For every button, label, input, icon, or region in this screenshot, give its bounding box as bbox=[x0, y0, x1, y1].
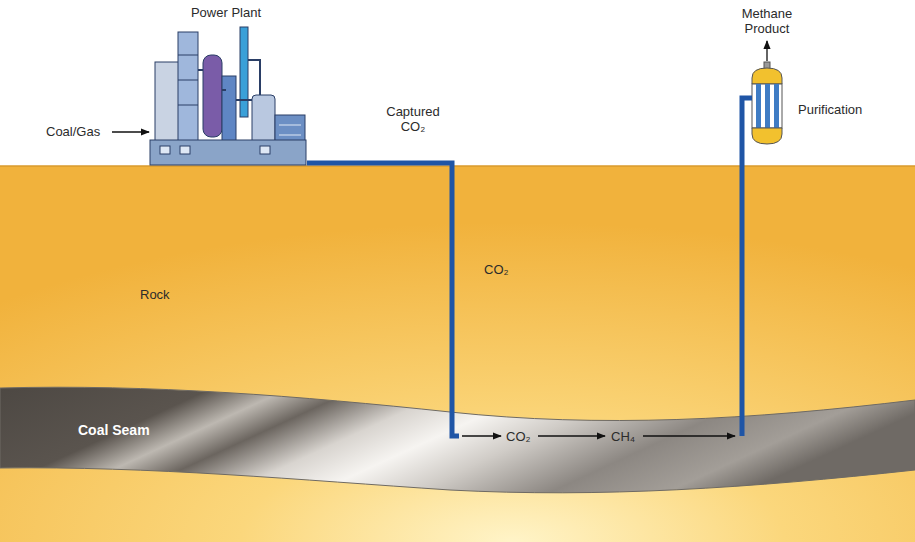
feed-arrow bbox=[112, 131, 149, 132]
label-slot: Captured CO₂ bbox=[376, 104, 450, 134]
product-label: Methane Product bbox=[727, 6, 807, 36]
vessel-body bbox=[752, 84, 782, 128]
node-text: Coal Seam bbox=[78, 423, 150, 438]
label-slot: CH₄ bbox=[611, 429, 635, 444]
pipe-connector bbox=[742, 98, 752, 436]
flow-arrow bbox=[538, 435, 605, 436]
plant-chimney bbox=[240, 27, 248, 117]
input-label: Coal/Gas bbox=[46, 124, 100, 139]
gas-label: CO₂ bbox=[506, 429, 531, 444]
node-text: Purification bbox=[798, 102, 862, 117]
flow-arrow bbox=[462, 435, 501, 436]
tower-band bbox=[178, 80, 198, 81]
plant-block bbox=[155, 62, 179, 150]
region-label: Rock bbox=[140, 287, 170, 302]
product-arrow bbox=[766, 41, 767, 61]
coal-seam-band bbox=[0, 387, 915, 493]
power-plant-illustration bbox=[150, 27, 306, 165]
vessel-stripe bbox=[774, 84, 779, 128]
gas-label: CO₂ bbox=[484, 262, 509, 277]
purification-vessel bbox=[752, 62, 782, 144]
rock-ground bbox=[0, 166, 915, 542]
hall-window bbox=[279, 135, 301, 136]
plant-tower bbox=[178, 32, 198, 150]
tower-band bbox=[178, 55, 198, 56]
label-slot: CO₂ bbox=[506, 429, 531, 444]
plant-piping bbox=[198, 60, 260, 100]
plant-base bbox=[150, 140, 306, 165]
pipe-label: Captured CO₂ bbox=[376, 104, 450, 134]
base-window bbox=[180, 146, 190, 154]
label-slot: Methane Product bbox=[727, 6, 807, 36]
label-slot: CO₂ bbox=[484, 262, 509, 277]
tower-band bbox=[178, 105, 198, 106]
plant-column bbox=[222, 76, 236, 146]
vessel-stripe bbox=[765, 84, 770, 128]
vessel-top-cap bbox=[752, 68, 782, 84]
coal-seam: Coal Seam bbox=[0, 385, 915, 503]
pipe-connector bbox=[307, 163, 459, 436]
hall-window bbox=[279, 125, 301, 126]
base-window bbox=[260, 146, 270, 154]
ground-surface bbox=[0, 165, 915, 167]
power-plant: Power Plant bbox=[145, 5, 307, 165]
vessel-bottom-cap bbox=[752, 128, 782, 144]
flow-arrow bbox=[643, 435, 735, 436]
vessel-stripe bbox=[756, 84, 761, 128]
label-slot: Coal/Gas bbox=[46, 124, 100, 139]
base-window bbox=[160, 146, 170, 154]
purification-vessel: Purification bbox=[752, 68, 782, 144]
node-text: Power Plant bbox=[145, 5, 307, 20]
gas-label: CH₄ bbox=[611, 429, 635, 444]
plant-vessel bbox=[203, 55, 222, 137]
label-slot: Rock bbox=[140, 287, 170, 302]
